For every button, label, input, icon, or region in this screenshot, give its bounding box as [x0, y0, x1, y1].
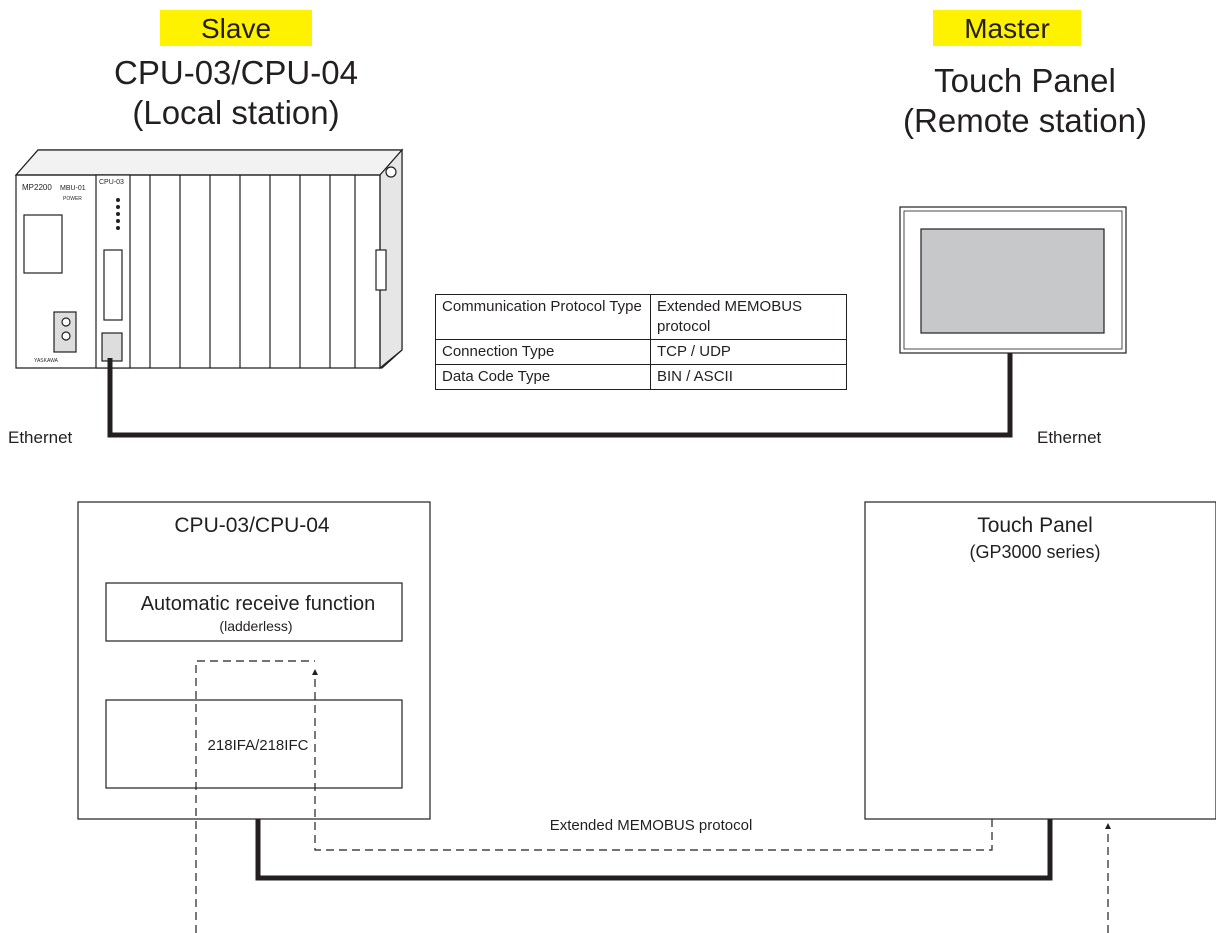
interface-label: 218IFA/218IFC	[208, 737, 309, 754]
master-model-title: Touch Panel	[934, 62, 1116, 99]
ethernet-port	[102, 333, 122, 361]
table-row: Communication Protocol Type Extended MEM…	[436, 295, 847, 340]
table-cell-value: BIN / ASCII	[651, 365, 847, 390]
slave-model-title: CPU-03/CPU-04	[114, 54, 358, 91]
slave-tag: Slave	[201, 13, 271, 44]
expansion-connector	[104, 250, 122, 320]
protocol-spec-table: Communication Protocol Type Extended MEM…	[435, 294, 847, 390]
touch-panel-illustration	[900, 207, 1126, 353]
device-base-unit-label: MBU-01	[60, 185, 86, 192]
rack-top	[16, 150, 402, 175]
auto-receive-function-subtitle: (ladderless)	[219, 618, 292, 634]
slave-system-title: CPU-03/CPU-04	[174, 514, 330, 537]
device-maker-label: YASKAWA	[34, 358, 59, 364]
table-cell-label: Data Code Type	[436, 365, 651, 390]
master-tag: Master	[964, 13, 1050, 44]
table-cell-value: TCP / UDP	[651, 340, 847, 365]
table-row: Connection Type TCP / UDP	[436, 340, 847, 365]
ethernet-label-left: Ethernet	[8, 428, 73, 447]
auto-receive-function-title: Automatic receive function	[141, 593, 376, 615]
table-row: Data Code Type BIN / ASCII	[436, 365, 847, 390]
master-role-title: (Remote station)	[903, 102, 1147, 139]
device-brand-label: MP2200	[22, 183, 52, 192]
ethernet-label-right: Ethernet	[1037, 428, 1102, 447]
battery-cover	[24, 215, 62, 273]
master-system-subtitle: (GP3000 series)	[969, 542, 1100, 562]
link-protocol-label: Extended MEMOBUS protocol	[550, 817, 753, 834]
mounting-screw	[386, 167, 396, 177]
device-cpu-label: CPU-03	[99, 179, 124, 186]
controller-illustration	[16, 150, 402, 368]
table-cell-label: Connection Type	[436, 340, 651, 365]
side-vent	[376, 250, 386, 290]
master-system-title: Touch Panel	[977, 514, 1093, 537]
device-power-label: POWER	[63, 196, 82, 202]
touch-panel-screen	[921, 229, 1104, 333]
table-cell-value: Extended MEMOBUS protocol	[651, 295, 847, 340]
table-cell-label: Communication Protocol Type	[436, 295, 651, 340]
slave-role-title: (Local station)	[132, 94, 339, 131]
